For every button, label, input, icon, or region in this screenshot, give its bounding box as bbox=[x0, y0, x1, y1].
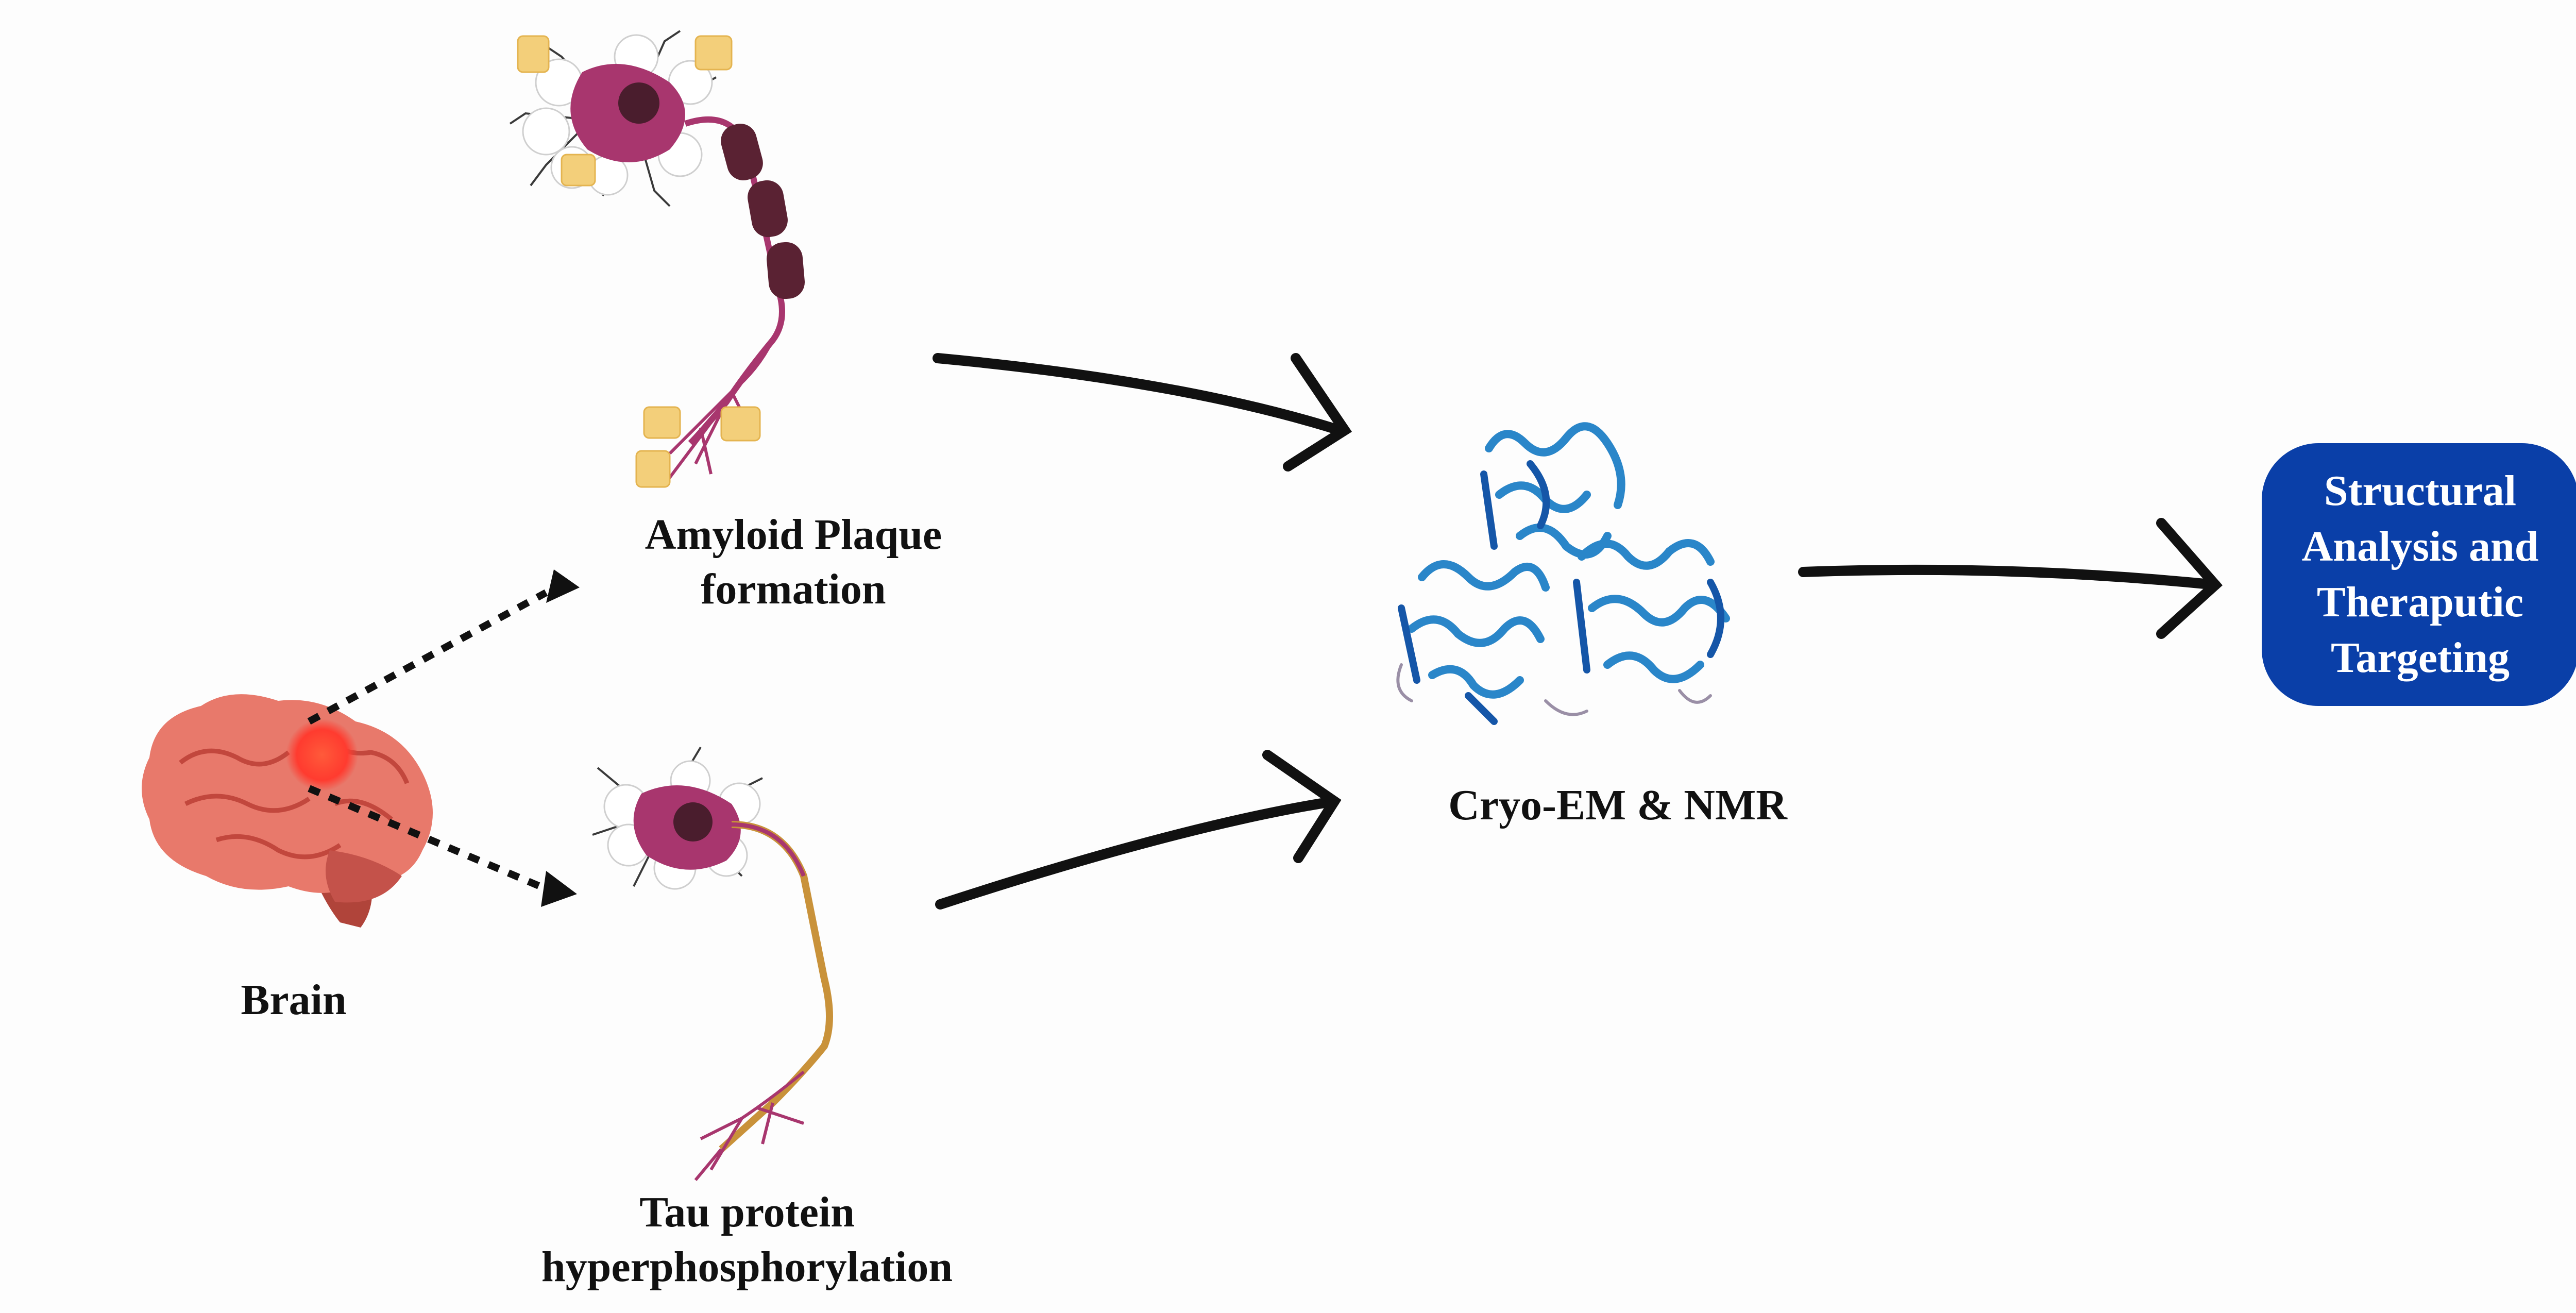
edge-amyloid-to-cryo bbox=[933, 353, 1352, 472]
cryo-label: Cryo-EM & NMR bbox=[1391, 778, 1844, 833]
brain-label: Brain bbox=[216, 973, 371, 1028]
final-label-line3: Theraputic bbox=[2316, 578, 2524, 626]
final-label-line1: Structural bbox=[2324, 467, 2517, 515]
final-target-box: Structural Analysis and Theraputic Targe… bbox=[2262, 443, 2576, 706]
final-label-line4: Targeting bbox=[2331, 634, 2510, 682]
edge-brain-to-amyloid bbox=[307, 569, 580, 725]
final-label-line2: Analysis and bbox=[2301, 523, 2539, 570]
brain-label-text: Brain bbox=[241, 976, 347, 1024]
final-target-label: Structural Analysis and Theraputic Targe… bbox=[2302, 463, 2539, 686]
amyloid-label-line2: formation bbox=[701, 565, 886, 613]
edge-cryo-to-final bbox=[1798, 518, 2223, 639]
amyloid-label: Amyloid Plaque formation bbox=[608, 508, 979, 617]
neuron-tau-icon bbox=[592, 746, 833, 1181]
edge-tau-to-cryo bbox=[935, 750, 1342, 910]
tau-label-line2: hyperphosphorylation bbox=[541, 1243, 953, 1291]
edge-brain-to-tau bbox=[308, 785, 577, 907]
cryo-label-text: Cryo-EM & NMR bbox=[1448, 781, 1787, 829]
brain-icon bbox=[142, 694, 433, 928]
protein-structure-icon bbox=[1396, 422, 1730, 725]
tau-label-line1: Tau protein bbox=[639, 1188, 855, 1236]
neuron-amyloid-icon bbox=[509, 30, 805, 488]
tau-label: Tau protein hyperphosphorylation bbox=[495, 1185, 999, 1294]
amyloid-label-line1: Amyloid Plaque bbox=[645, 511, 942, 559]
